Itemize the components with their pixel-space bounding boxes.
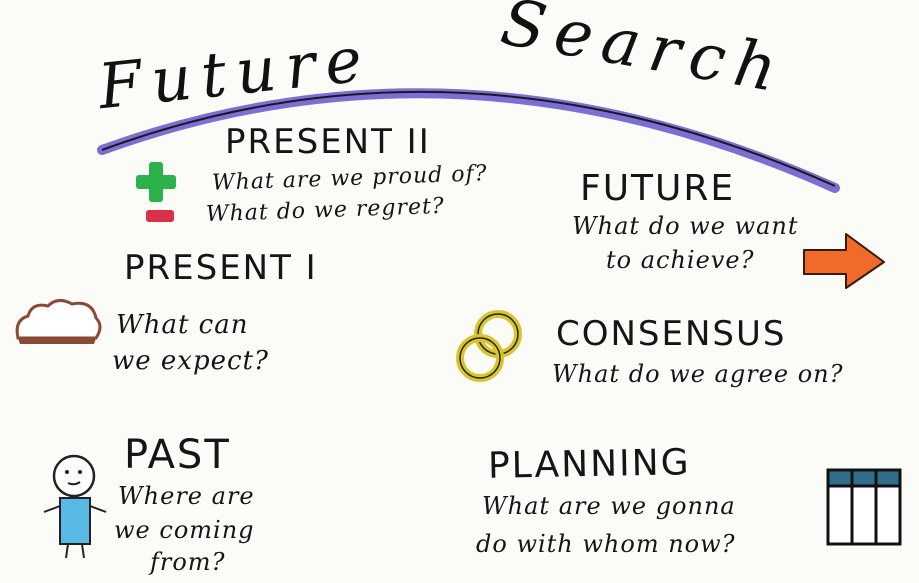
- calendar-grid-icon: [826, 468, 902, 546]
- future-line1: What do we want: [572, 212, 799, 240]
- present1-heading: PRESENT I: [124, 248, 318, 288]
- past-line3: from?: [150, 548, 226, 576]
- minus-icon: [146, 210, 174, 222]
- present1-line1: What can: [116, 310, 249, 340]
- past-line2: we coming: [114, 516, 255, 544]
- future-heading: FUTURE: [580, 168, 736, 209]
- chain-rings-icon: [456, 310, 522, 382]
- planning-line2: do with whom now?: [476, 530, 736, 558]
- consensus-heading: CONSENSUS: [556, 314, 787, 354]
- arrow-right-icon: [803, 233, 885, 289]
- past-line1: Where are: [118, 482, 255, 510]
- plus-icon: [136, 162, 176, 202]
- person-icon: [43, 454, 107, 559]
- planning-heading: PLANNING: [487, 442, 691, 487]
- consensus-line1: What do we agree on?: [552, 360, 844, 388]
- present2-heading: PRESENT II: [225, 122, 431, 162]
- cloud-icon: [15, 299, 102, 344]
- future-line2: to achieve?: [606, 246, 755, 274]
- present1-line2: we expect?: [112, 346, 269, 376]
- past-heading: PAST: [124, 432, 231, 478]
- planning-line1: What are we gonna: [482, 492, 736, 520]
